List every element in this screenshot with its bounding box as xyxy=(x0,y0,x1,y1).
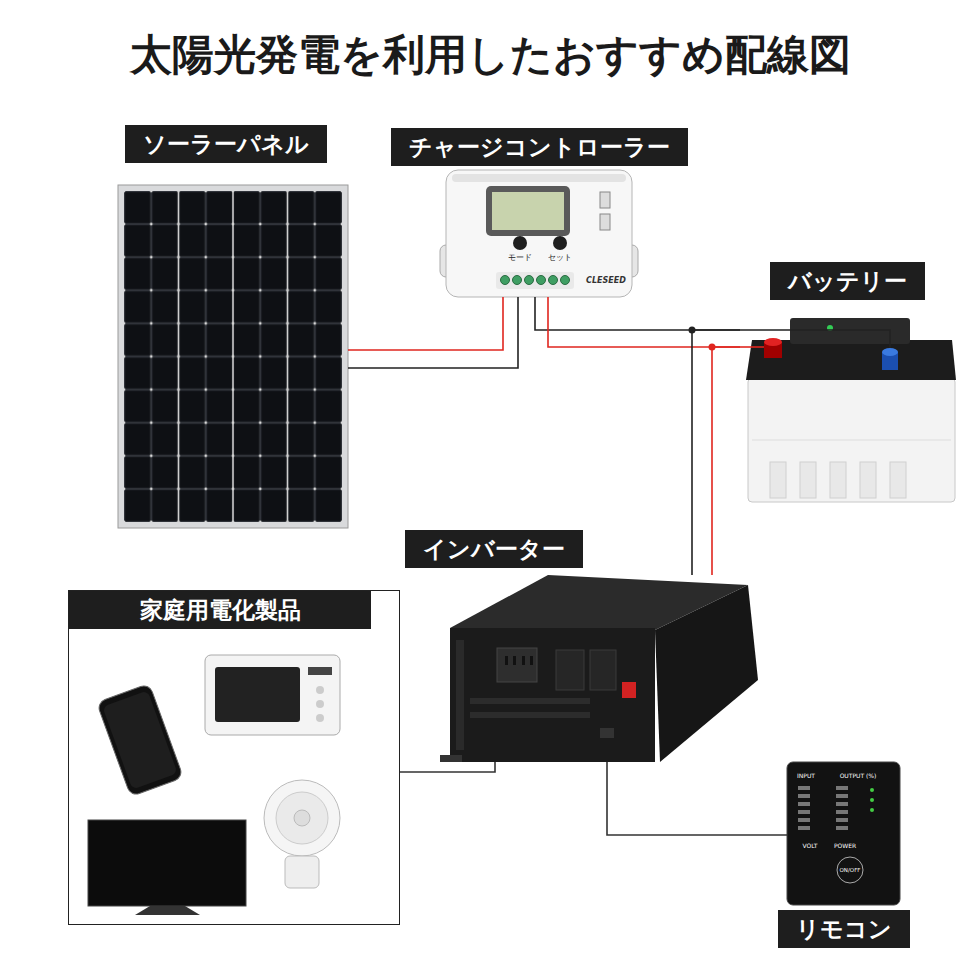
wire xyxy=(607,762,787,835)
brand-label: CLESEED xyxy=(586,277,626,286)
solar-panel xyxy=(118,185,348,528)
junction-dot xyxy=(689,327,696,334)
wire xyxy=(692,330,740,575)
wire xyxy=(548,297,740,347)
button-label: ON/OFF xyxy=(840,867,861,873)
wire-connector xyxy=(400,762,495,772)
wire xyxy=(400,762,495,772)
wire xyxy=(535,297,740,330)
wire xyxy=(348,297,518,368)
wire-connector xyxy=(535,297,740,347)
component-heading: バッテリー xyxy=(770,262,925,300)
component-heading: リモコン xyxy=(778,910,910,948)
component-heading: 家庭用電化製品 xyxy=(69,591,371,629)
panel-label: OUTPUT (%) xyxy=(840,773,877,780)
component-heading: インバーター xyxy=(405,530,583,568)
panel-label: INPUT xyxy=(797,773,815,780)
component-heading: チャージコントローラー xyxy=(391,128,688,166)
appliance-group: 家庭用電化製品 xyxy=(68,590,400,925)
panel-label: POWER xyxy=(834,843,856,850)
battery-box: バッテリー xyxy=(740,318,960,505)
button-label: セット xyxy=(548,254,572,263)
solar-panel-box: ソーラーパネル xyxy=(118,185,348,528)
charge-controller xyxy=(440,170,638,297)
diagram-title: 太陽光発電を利用したおすすめ配線図 xyxy=(0,28,980,82)
button-label: モード xyxy=(508,254,532,263)
panel-label: VOLT xyxy=(803,843,818,850)
remote-box: リモコン xyxy=(787,762,900,905)
inverter xyxy=(440,575,758,762)
battery xyxy=(740,318,956,502)
remote-control xyxy=(787,762,900,905)
inverter-box: インバーター xyxy=(445,575,760,762)
wire-connector xyxy=(692,330,740,575)
appliances xyxy=(88,655,340,915)
wire xyxy=(348,297,503,350)
wire-connector xyxy=(607,762,787,835)
junction-dot xyxy=(709,344,716,351)
wire xyxy=(712,347,740,575)
wire-connector xyxy=(348,297,518,368)
component-heading: ソーラーパネル xyxy=(125,125,327,163)
